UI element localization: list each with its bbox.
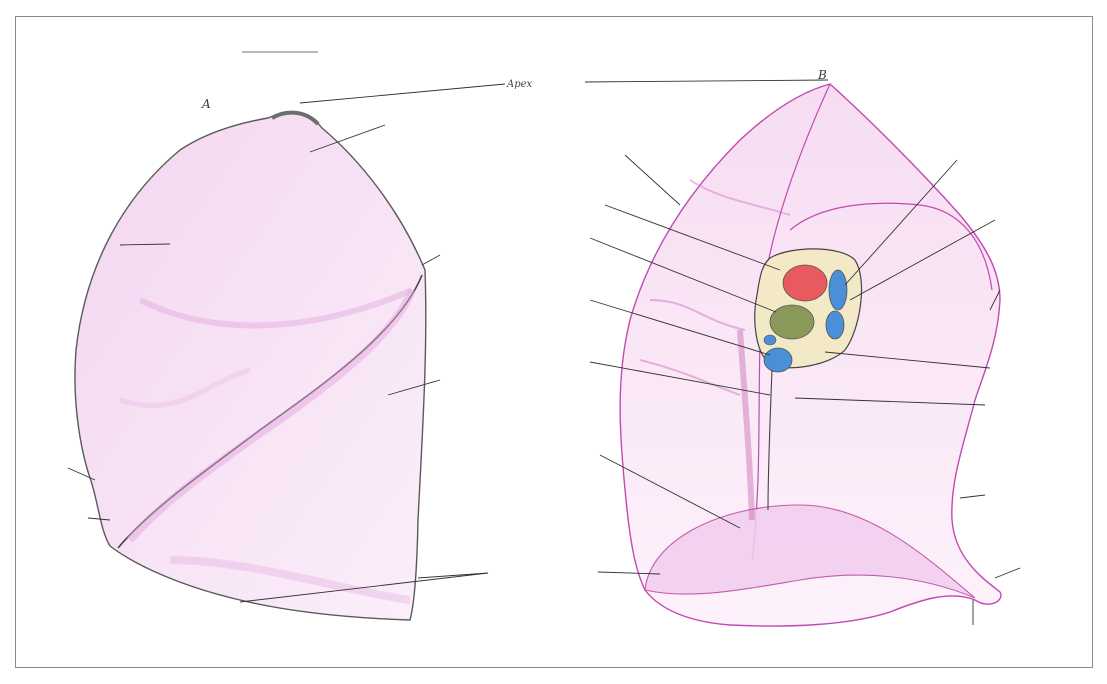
- superior-pulmonary-vein: [829, 270, 847, 310]
- main-bronchus: [770, 305, 814, 339]
- lung-a-outline: [75, 112, 426, 620]
- view-a-letter: A: [201, 97, 211, 111]
- superior-pulmonary-vein-2: [826, 311, 844, 339]
- apex-label: Apex: [506, 79, 533, 90]
- bronchopulmonary-node: [764, 335, 776, 345]
- inferior-pulmonary-vein: [764, 348, 792, 372]
- pulmonary-artery: [783, 265, 827, 301]
